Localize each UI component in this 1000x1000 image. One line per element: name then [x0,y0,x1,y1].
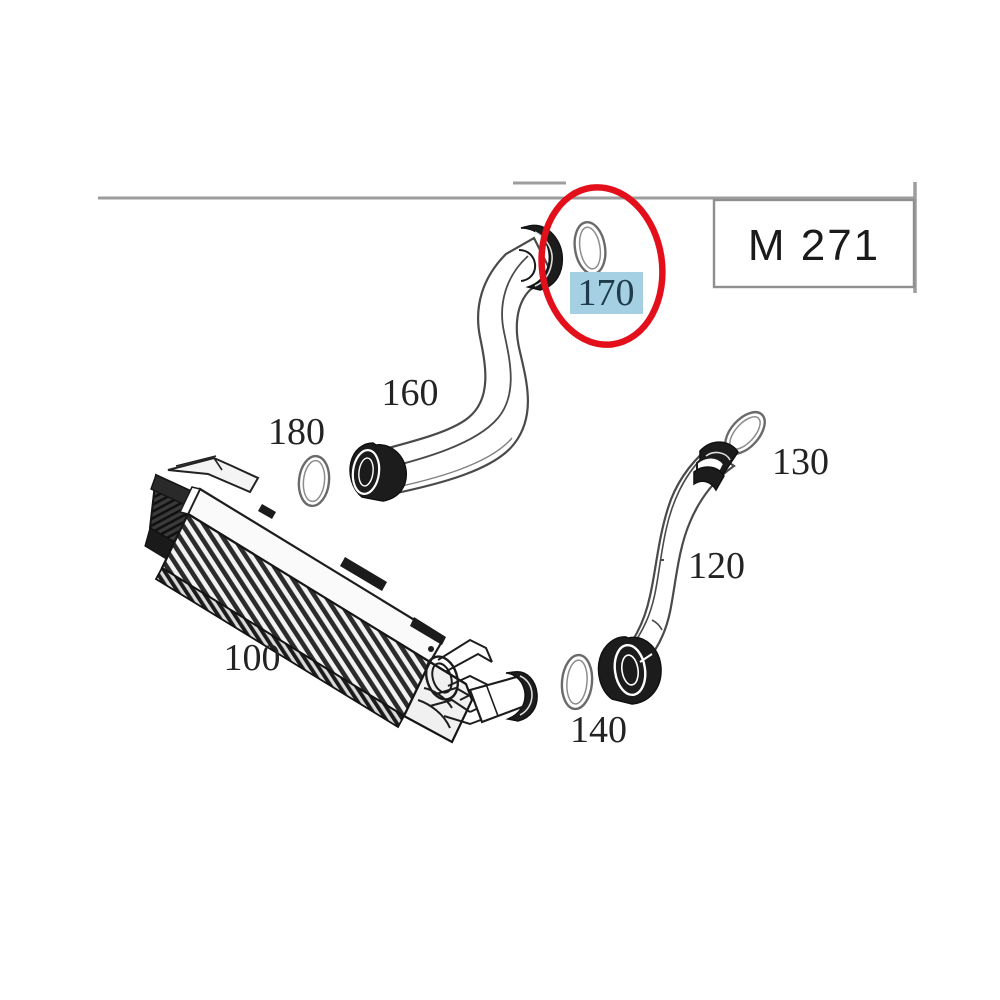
highlight-170: 170 [570,272,643,314]
part-100-charge-air-cooler: 100 [144,455,538,744]
part-label-120: 120 [688,545,745,587]
hose-120-lower-cuff [597,636,662,705]
part-170-o-ring [573,221,607,275]
hose-120-upper-cuff [693,441,739,492]
red-annotation-ellipse [538,184,666,348]
title-box-label: M 271 [748,221,880,270]
part-130-o-ring: 130 [724,410,829,483]
part-label-140: 140 [570,709,627,751]
intercooler-outlet-cuff [505,671,538,722]
part-label-170: 170 [578,272,635,314]
part-label-130: 130 [772,441,829,483]
part-label-160: 160 [382,372,439,414]
title-box: M 271 [712,198,916,289]
part-180-o-ring: 180 [268,411,331,508]
hose-160-lower-cuff [349,442,407,502]
part-label-180: 180 [268,411,325,453]
part-120-charge-air-hose-right: 120 [597,441,745,705]
part-label-100: 100 [224,637,281,679]
part-160-charge-air-hose-left: 160 [349,224,564,502]
part-140-o-ring: 140 [560,653,627,751]
